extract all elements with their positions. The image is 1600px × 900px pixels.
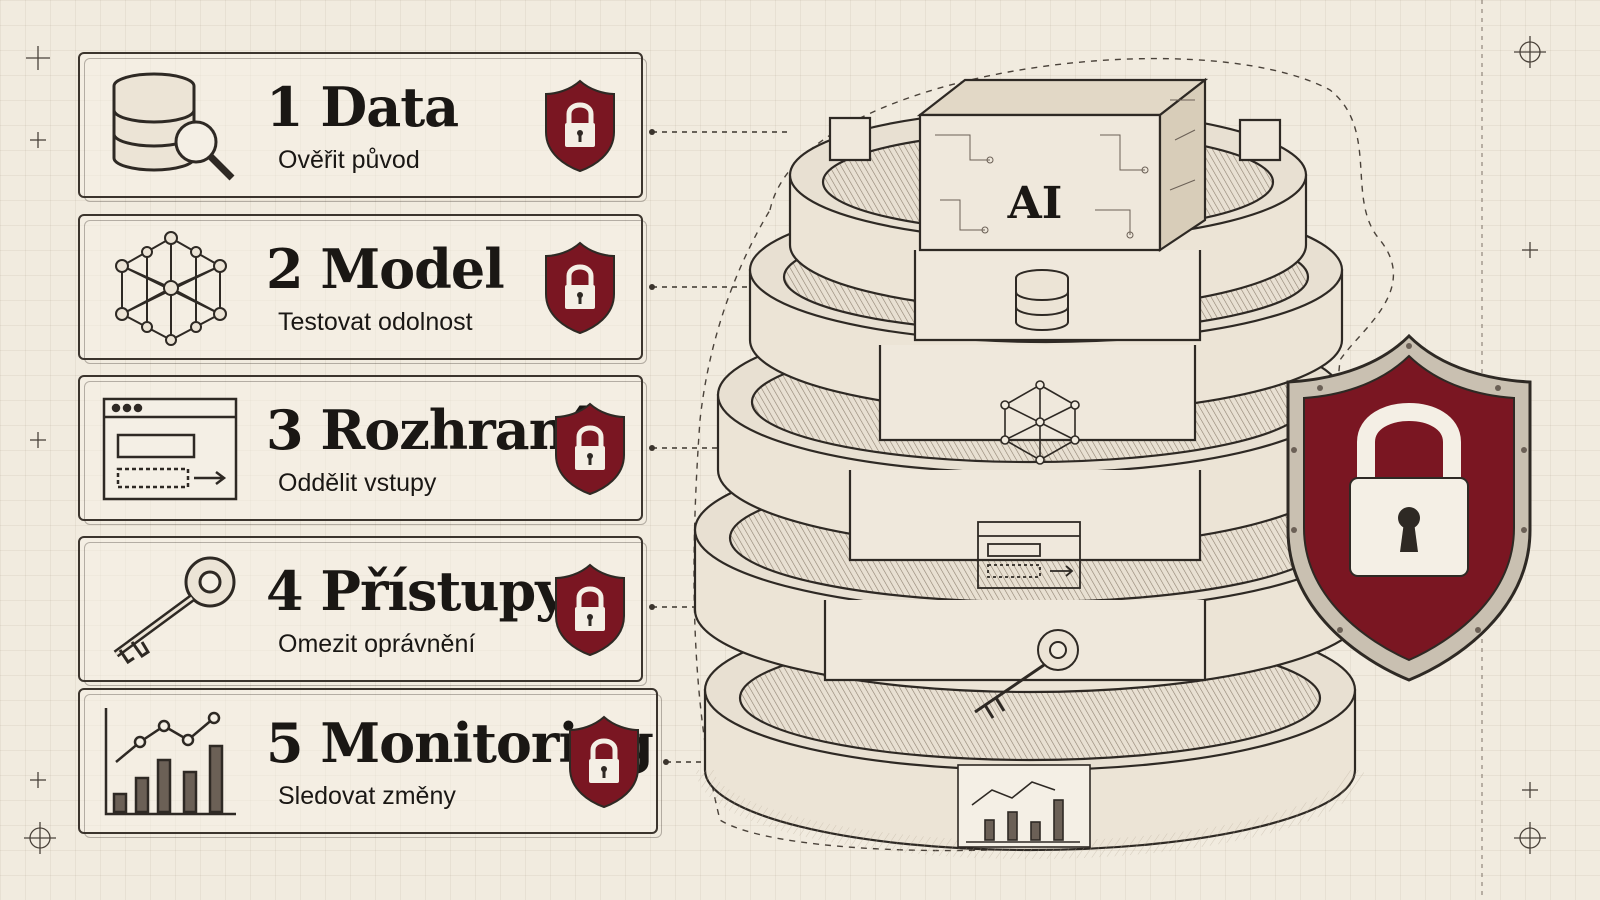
shield-lock-icon bbox=[545, 241, 615, 335]
layer-card-access: 4 Přístupy Omezit oprávnění bbox=[78, 536, 647, 686]
tower-network-icon bbox=[1000, 380, 1080, 465]
shield-lock-icon bbox=[555, 402, 625, 496]
shield-lock-icon bbox=[569, 715, 639, 809]
layer-title: 3 Rozhraní bbox=[266, 398, 587, 462]
bar-line-chart-icon bbox=[104, 708, 236, 816]
layer-card-data: 1 Data Ověřit původ bbox=[78, 52, 647, 202]
ring-tower bbox=[693, 77, 1367, 859]
tower-key-icon bbox=[974, 629, 1079, 719]
window-input-icon bbox=[102, 397, 238, 501]
layer-card-monitoring: 5 Monitoring Sledovat změny bbox=[78, 688, 662, 838]
layer-card-model: 2 Model Testovat odolnost bbox=[78, 214, 647, 364]
shield-lock-icon bbox=[555, 563, 625, 657]
tower-database-icon bbox=[1015, 269, 1069, 331]
layer-title: 2 Model bbox=[266, 237, 505, 301]
tower-chart-icon bbox=[957, 764, 1091, 848]
layer-subtitle: Oddělit vstupy bbox=[278, 469, 437, 497]
layer-title: 4 Přístupy bbox=[266, 559, 567, 623]
connector-lines bbox=[649, 129, 790, 765]
layer-subtitle: Omezit oprávnění bbox=[278, 630, 476, 658]
layer-card-interface: 3 Rozhraní Oddělit vstupy bbox=[78, 375, 647, 525]
layer-title: 1 Data bbox=[266, 75, 459, 139]
big-shield-lock-icon bbox=[1286, 333, 1532, 682]
layer-subtitle: Testovat odolnost bbox=[278, 308, 473, 336]
key-icon bbox=[113, 556, 236, 665]
tower-window-icon bbox=[977, 521, 1081, 589]
corner-crosshairs bbox=[24, 0, 1546, 900]
ai-core-cube bbox=[916, 77, 1209, 253]
layer-subtitle: Ověřit původ bbox=[278, 146, 420, 174]
database-search-icon bbox=[112, 72, 235, 181]
layer-subtitle: Sledovat změny bbox=[278, 782, 456, 810]
shield-lock-icon bbox=[545, 79, 615, 173]
ai-core-label: AI bbox=[1007, 178, 1063, 229]
network-graph-icon bbox=[115, 231, 227, 346]
